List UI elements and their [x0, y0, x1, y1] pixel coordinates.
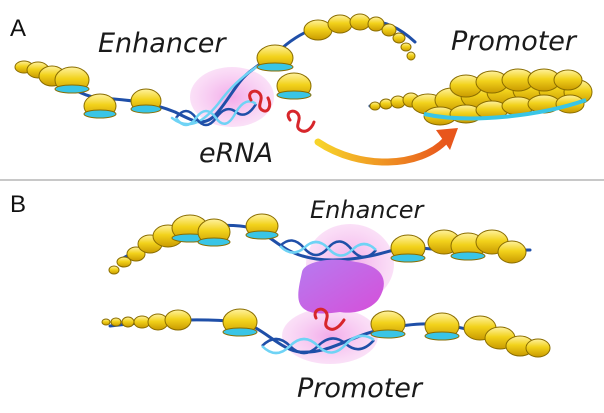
enhancer-label-a: Enhancer	[98, 28, 227, 59]
activator-complex	[298, 259, 384, 314]
enhancer-dna-helix	[174, 100, 258, 127]
promoter-label-b: Promoter	[297, 373, 424, 404]
nucleosomes-b-lower	[101, 308, 551, 358]
panel-a: A	[10, 13, 593, 169]
nucleosomes-b-upper	[108, 213, 527, 275]
erna-label: eRNA	[199, 138, 273, 169]
erna-molecules-a	[248, 89, 316, 133]
dna-helices-b	[261, 239, 377, 355]
nucleosomes-a-left	[14, 13, 416, 119]
panel-a-letter: A	[10, 15, 26, 42]
erna-molecule-b	[313, 307, 346, 331]
panel-b: B	[10, 191, 551, 404]
promoter-label-a: Promoter	[451, 26, 578, 57]
promoter-chromatin-cluster	[369, 68, 593, 126]
activation-arrowhead	[436, 128, 458, 150]
panel-b-letter: B	[10, 191, 26, 218]
enhancer-label-b: Enhancer	[310, 196, 425, 224]
promoter-halo-b	[282, 308, 378, 364]
activation-arrow	[314, 136, 450, 166]
